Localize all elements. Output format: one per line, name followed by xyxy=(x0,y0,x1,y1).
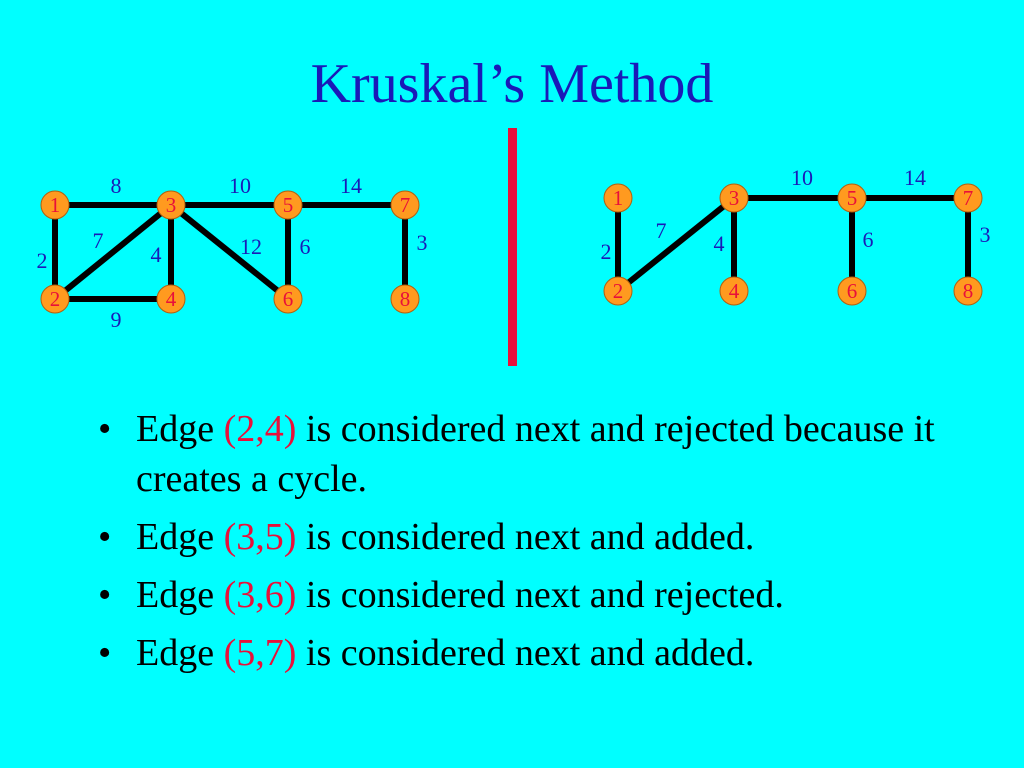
edge-weight-label: 8 xyxy=(111,173,122,198)
bullet-text-post: is considered next and rejected. xyxy=(296,574,784,616)
node-3-circle xyxy=(719,183,749,213)
edge-weight-label: 3 xyxy=(980,222,991,247)
node-5-label: 5 xyxy=(283,193,294,217)
bullet-text-post: is considered next and added. xyxy=(296,632,755,674)
edge-weight-label: 4 xyxy=(714,231,725,256)
edge-weight-label: 7 xyxy=(656,218,667,243)
edge-weight-label: 2 xyxy=(601,239,612,264)
edge-weight-label: 10 xyxy=(229,173,251,198)
node-1-circle xyxy=(40,190,70,220)
node-1-label: 1 xyxy=(613,186,624,210)
bullet-text-post: is considered next and added. xyxy=(296,516,755,558)
node-1-label: 1 xyxy=(50,193,61,217)
edge-weight-label: 14 xyxy=(904,165,926,190)
edge-2-3 xyxy=(615,195,737,294)
edge-2-3 xyxy=(52,202,174,302)
node-7-circle xyxy=(953,183,983,213)
node-7-label: 7 xyxy=(963,186,974,210)
node-5-label: 5 xyxy=(847,186,858,210)
node-2-circle xyxy=(40,284,70,314)
bullet-list: Edge (2,4) is considered next and reject… xyxy=(96,404,956,686)
bullet-edge-ref: (3,6) xyxy=(223,574,297,616)
edge-weight-label: 3 xyxy=(417,230,428,255)
bullet-item: Edge (3,6) is considered next and reject… xyxy=(96,570,956,620)
bullet-item: Edge (5,7) is considered next and added. xyxy=(96,628,956,678)
bullet-item: Edge (2,4) is considered next and reject… xyxy=(96,404,956,504)
edge-weight-label: 4 xyxy=(151,242,162,267)
bullet-text-pre: Edge xyxy=(136,408,224,450)
node-3-circle xyxy=(156,190,186,220)
bullet-edge-ref: (2,4) xyxy=(223,408,297,450)
bullet-edge-ref: (3,5) xyxy=(223,516,297,558)
node-6-circle xyxy=(273,284,303,314)
node-5-circle xyxy=(837,183,867,213)
node-2-label: 2 xyxy=(50,287,61,311)
node-6-label: 6 xyxy=(283,287,294,311)
bullet-text-post: is considered next and rejected because … xyxy=(136,408,935,500)
edge-weight-label: 7 xyxy=(93,228,104,253)
bullet-item: Edge (3,5) is considered next and added. xyxy=(96,512,956,562)
node-8-circle xyxy=(390,284,420,314)
node-6-circle xyxy=(837,276,867,306)
edge-weight-label: 10 xyxy=(791,165,813,190)
node-1-circle xyxy=(603,183,633,213)
node-5-circle xyxy=(273,190,303,220)
node-4-circle xyxy=(156,284,186,314)
node-8-label: 8 xyxy=(963,279,974,303)
bullet-edge-ref: (5,7) xyxy=(223,632,297,674)
node-3-label: 3 xyxy=(729,186,740,210)
edge-weight-label: 6 xyxy=(300,234,311,259)
node-2-label: 2 xyxy=(613,279,624,303)
edge-weight-label: 14 xyxy=(340,173,362,198)
edge-weight-label: 9 xyxy=(111,307,122,332)
node-4-label: 4 xyxy=(166,287,177,311)
bullet-text-pre: Edge xyxy=(136,516,224,558)
node-8-label: 8 xyxy=(400,287,411,311)
node-3-label: 3 xyxy=(166,193,177,217)
slide-title: Kruskal’s Method xyxy=(310,53,714,115)
edge-weight-label: 2 xyxy=(37,248,48,273)
divider-line xyxy=(508,128,517,366)
node-4-circle xyxy=(719,276,749,306)
edge-3-6 xyxy=(168,202,291,302)
node-8-circle xyxy=(953,276,983,306)
edge-weight-label: 6 xyxy=(863,227,874,252)
node-7-label: 7 xyxy=(400,193,411,217)
node-4-label: 4 xyxy=(729,279,740,303)
bullet-text-pre: Edge xyxy=(136,574,224,616)
edge-weight-label: 12 xyxy=(240,234,262,259)
node-7-circle xyxy=(390,190,420,220)
node-6-label: 6 xyxy=(847,279,858,303)
node-2-circle xyxy=(603,276,633,306)
bullet-text-pre: Edge xyxy=(136,632,224,674)
